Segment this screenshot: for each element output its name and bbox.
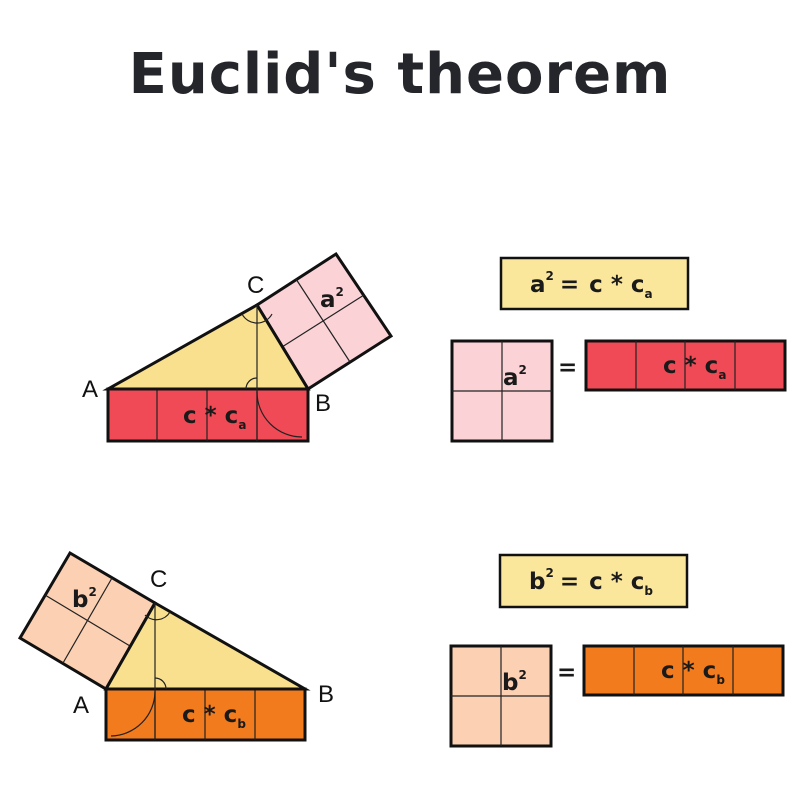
bottom-projection-arc [110,691,156,737]
top-vertex-a: A [82,376,98,403]
formula-bottom-text: b2=c * cb [529,566,653,598]
top-square-grid-line [281,294,365,348]
bottom-right-angle-arc [144,611,171,621]
top-rect-c-ca [106,387,310,443]
bottom-foot-angle-arc [154,677,167,690]
formula-bottom-box [498,553,689,609]
formula-bottom-square-label: b2 [502,668,527,696]
bottom-vertex-b: B [318,681,334,708]
top-triangle [102,302,311,391]
formula-top: a2=c * ca a2 = c * ca [450,256,787,443]
page-title: Euclid's theorem [128,42,672,107]
top-vertex-c: C [247,272,264,299]
formula-bottom-rect-label: c * cb [661,658,725,687]
formula-bottom: b2=c * cb b2 = c * cb [449,553,785,748]
top-right-angle-arc [241,313,273,324]
bottom-square-label: b2 [72,585,97,613]
top-rect-label: c * ca [183,403,246,432]
bottom-diagram: A B C b2 c * cb [17,550,334,742]
formula-top-rect-label: c * ca [663,353,726,382]
top-square-label: a2 [320,285,344,313]
top-projection-arc [256,391,303,438]
bottom-vertex-c: C [150,566,167,593]
top-diagram: A B C a2 c * ca [82,251,394,443]
bottom-square-grid-line [62,577,113,664]
formula-top-text: a2=c * ca [530,269,653,301]
formula-top-square-label: a2 [503,363,527,391]
bottom-vertex-a: A [73,692,89,719]
top-foot-angle-arc [245,377,258,390]
bottom-rect-label: c * cb [182,702,246,731]
formula-bottom-equals: = [557,660,576,686]
bottom-triangle [103,600,311,691]
formula-top-box [499,256,690,311]
formula-top-equals: = [558,355,577,381]
top-vertex-b: B [315,390,331,417]
